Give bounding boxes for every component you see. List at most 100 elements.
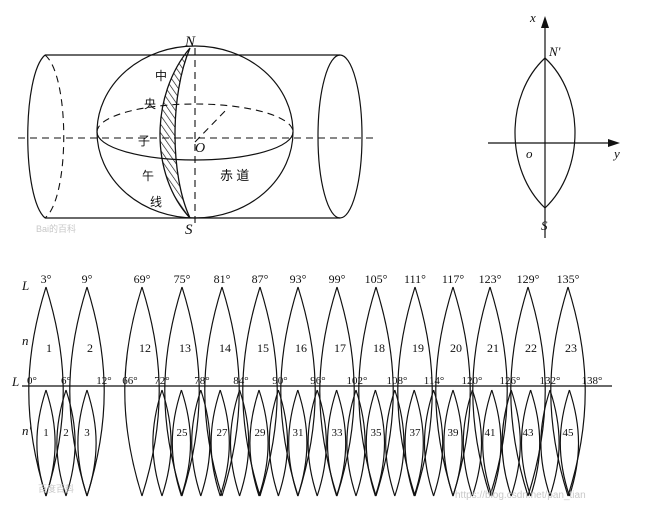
six-degree-zone-number: 20	[450, 341, 462, 355]
three-degree-zone-left-3	[77, 389, 97, 497]
south-pole-label: S	[185, 222, 193, 238]
meridian-char-5: 线	[150, 195, 162, 209]
three-degree-zone	[288, 389, 308, 497]
boundary-longitude-label: 12°	[96, 375, 111, 387]
meridian-char-2: 央	[144, 97, 156, 111]
three-degree-zone-left-2	[56, 389, 76, 497]
three-degree-zone-number: 2	[63, 427, 69, 439]
boundary-longitude-label: 132°	[540, 375, 561, 387]
three-degree-zone-number: 25	[177, 427, 189, 439]
central-meridian-label: 9°	[82, 272, 93, 286]
boundary-longitude-label: 96°	[310, 375, 325, 387]
three-degree-zone	[229, 389, 250, 497]
six-degree-zone-number: 23	[565, 341, 577, 355]
three-degree-zone	[482, 389, 502, 497]
three-degree-zone-number: 29	[255, 427, 267, 439]
x-axis-label: x	[529, 10, 536, 25]
six-degree-zone-5	[204, 286, 240, 497]
row-label-n-prime: n'	[22, 423, 32, 438]
north-prime-label: N'	[548, 44, 561, 59]
three-degree-zone-number: 41	[485, 427, 496, 439]
cylinder-right-end	[317, 54, 363, 219]
three-degree-zone	[249, 389, 269, 497]
three-degree-zone-number: 37	[410, 427, 422, 439]
central-meridian-label: 69°	[134, 272, 151, 286]
three-degree-zone	[385, 389, 405, 497]
six-degree-zone-2	[69, 286, 105, 497]
six-degree-zone-13	[510, 286, 546, 497]
six-degree-zone-number: 17	[334, 341, 346, 355]
three-degree-zone	[152, 389, 172, 497]
boundary-longitude-label: 78°	[194, 375, 209, 387]
six-degree-zone-number: 2	[87, 341, 93, 355]
boundary-longitude-label: 6°	[61, 375, 71, 387]
north-pole-label: N	[184, 34, 196, 50]
central-meridian-label: 99°	[329, 272, 346, 286]
six-degree-zone-number: 13	[179, 341, 191, 355]
six-degree-zone-number: 22	[525, 341, 537, 355]
lune-right-boundary	[544, 57, 576, 209]
six-degree-zone-12	[472, 286, 508, 497]
central-meridian-label: 129°	[517, 272, 540, 286]
six-degree-zone-number: 21	[487, 341, 499, 355]
six-degree-zone-number: 19	[412, 341, 424, 355]
center-label: O	[195, 141, 205, 156]
three-degree-zone	[404, 389, 424, 497]
cylinder-figure: N S O 中 央 子 午 线 赤 道 Bai的百科	[18, 34, 375, 238]
three-degree-zone-number: 31	[293, 427, 304, 439]
meridian-char-3: 子	[138, 134, 150, 148]
six-degree-zone-number: 12	[139, 341, 151, 355]
three-degree-zone-left-1	[36, 389, 56, 497]
three-degree-zone	[307, 389, 327, 497]
south-label: S	[541, 218, 548, 233]
three-degree-zone-number: 35	[371, 427, 383, 439]
boundary-longitude-label: 72°	[154, 375, 169, 387]
three-degree-zone	[210, 389, 230, 497]
boundary-longitude-label: 114°	[424, 375, 445, 387]
meridian-char-4: 午	[142, 169, 154, 183]
central-meridian-label: 135°	[557, 272, 580, 286]
three-degree-zone	[501, 389, 521, 497]
boundary-longitude-label: 0°	[27, 375, 37, 387]
three-degree-zone	[191, 389, 211, 497]
central-meridian-label: 93°	[290, 272, 307, 286]
three-degree-zone	[540, 389, 560, 497]
three-degree-zone	[326, 389, 347, 497]
equator-label: 赤 道	[220, 168, 249, 183]
three-degree-zone-number: 39	[448, 427, 460, 439]
boundary-longitude-label: 102°	[347, 375, 368, 387]
central-meridian-label: 111°	[404, 272, 426, 286]
three-degree-zone	[346, 389, 366, 497]
three-degree-zone	[365, 389, 386, 497]
row-label-n: n	[22, 333, 29, 348]
three-degree-zone	[559, 389, 580, 497]
boundary-longitude-label: 90°	[272, 375, 287, 387]
six-degree-zone-number: 16	[295, 341, 307, 355]
three-degree-zone-number: 27	[217, 427, 229, 439]
boundary-longitude-label: 120°	[462, 375, 483, 387]
six-degree-zone-11	[435, 286, 471, 497]
row-label-L-mid: L	[11, 374, 19, 389]
axes-figure: x y o N' S	[488, 10, 620, 238]
boundary-longitude-label: 138°	[582, 375, 603, 387]
central-meridian-label: 123°	[479, 272, 502, 286]
meridian-char-1: 中	[155, 68, 167, 83]
three-degree-zone-number: 33	[332, 427, 344, 439]
six-degree-zone-number: 14	[219, 341, 231, 355]
watermark-bottom-right: https://blog.csdn.net/pan_tian	[455, 490, 586, 501]
row-label-L-top: L	[21, 278, 29, 293]
six-degree-zone-3	[124, 286, 160, 497]
boundary-longitude-label: 126°	[500, 375, 521, 387]
equator-back	[96, 103, 294, 133]
boundary-longitude-label: 84°	[233, 375, 248, 387]
six-degree-zone-number: 18	[373, 341, 385, 355]
boundary-longitude-label: 66°	[122, 375, 137, 387]
three-degree-zone	[462, 389, 483, 497]
three-degree-zone	[423, 389, 444, 497]
three-degree-zone	[443, 389, 463, 497]
radius-line	[194, 107, 229, 143]
strip-figure: L n L n' 3°19°269°1275°1381°1487°1593°16…	[11, 272, 612, 501]
cylinder-left-end-back	[44, 54, 65, 219]
central-meridian-label: 3°	[41, 272, 52, 286]
